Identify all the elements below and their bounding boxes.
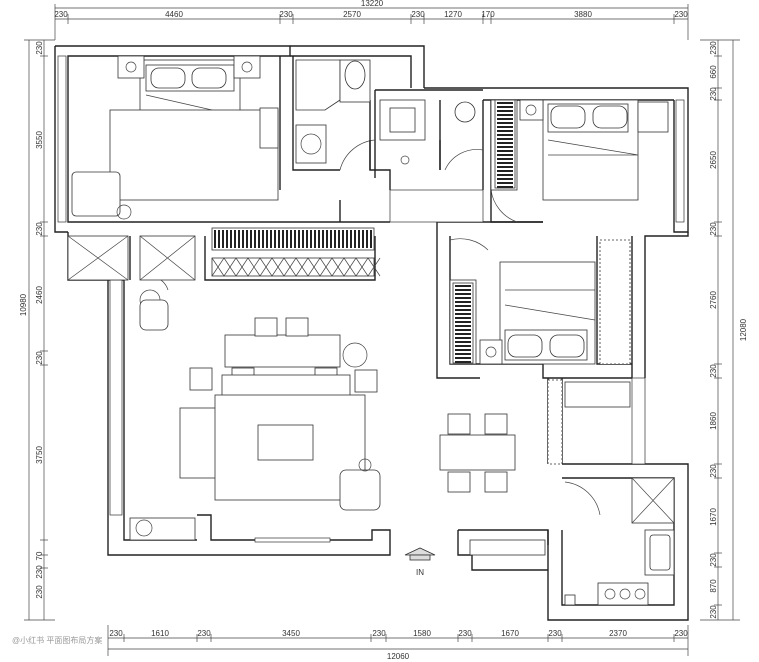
right-dim-10: 1670 [709, 508, 718, 526]
bedroom-3 [449, 238, 631, 365]
windows [57, 55, 685, 543]
left-dim-1: 230 [35, 41, 44, 55]
left-dim-5: 230 [35, 351, 44, 365]
bottom-dim-4: 3450 [282, 629, 300, 638]
bottom-dim-5: 230 [372, 629, 386, 638]
left-dim-9: 230 [35, 585, 44, 599]
wardrobes [211, 99, 543, 555]
bottom-dim-7: 230 [458, 629, 472, 638]
right-dim-12: 870 [709, 579, 718, 593]
right-dim-4: 2650 [709, 151, 718, 169]
left-dim-3: 230 [35, 222, 44, 236]
top-dim-2: 4460 [165, 10, 183, 19]
main-bathroom [295, 59, 376, 222]
top-dim-9: 230 [674, 10, 688, 19]
right-dim-5: 230 [709, 222, 718, 236]
bottom-dim-9: 230 [548, 629, 562, 638]
bottom-dim-8: 1670 [501, 629, 519, 638]
top-dim-1: 230 [54, 10, 68, 19]
left-dim-2: 3550 [35, 131, 44, 149]
bottom-dimension-lines [107, 625, 689, 656]
living-dining [129, 275, 631, 556]
bottom-dim-2: 1610 [151, 629, 169, 638]
right-dim-3: 230 [709, 87, 718, 101]
watermark: @小红书 平面图布局方案 [12, 635, 102, 645]
entry-label: IN [416, 568, 424, 577]
bottom-dim-10: 2370 [609, 629, 627, 638]
right-dim-8: 1860 [709, 412, 718, 430]
top-dim-6: 1270 [444, 10, 462, 19]
top-dim-5: 230 [411, 10, 425, 19]
bottom-dim-1: 230 [109, 629, 123, 638]
bedroom-2 [490, 99, 669, 223]
top-dimension-lines [54, 4, 689, 40]
left-total-dim: 10980 [19, 293, 28, 316]
top-dim-7: 170 [481, 10, 495, 19]
bottom-dim-11: 230 [674, 629, 688, 638]
kitchen [564, 477, 675, 606]
right-dim-13: 230 [709, 605, 718, 619]
top-dim-8: 3880 [574, 10, 592, 19]
top-total-dim: 13220 [361, 0, 384, 8]
secondary-bathroom [369, 99, 484, 171]
bottom-total-dim: 12060 [387, 652, 410, 661]
left-dim-4: 2460 [35, 286, 44, 304]
left-dim-6: 3750 [35, 446, 44, 464]
left-dim-7: 70 [35, 551, 44, 560]
right-dim-9: 230 [709, 464, 718, 478]
storage-cabinets [67, 235, 196, 281]
top-dim-4: 2570 [343, 10, 361, 19]
entry-arrow [404, 547, 436, 561]
bottom-dim-6: 1580 [413, 629, 431, 638]
bottom-dim-3: 230 [197, 629, 211, 638]
right-dim-7: 230 [709, 364, 718, 378]
master-bedroom [71, 55, 279, 220]
right-dim-6: 2760 [709, 291, 718, 309]
right-dim-2: 660 [709, 65, 718, 79]
right-total-dim: 12080 [739, 318, 748, 341]
top-dim-3: 230 [279, 10, 293, 19]
right-dim-11: 230 [709, 553, 718, 567]
left-dimension-lines [24, 39, 55, 621]
right-dimension-lines [700, 39, 740, 621]
right-dim-1: 230 [709, 41, 718, 55]
left-dim-8: 230 [35, 565, 44, 579]
